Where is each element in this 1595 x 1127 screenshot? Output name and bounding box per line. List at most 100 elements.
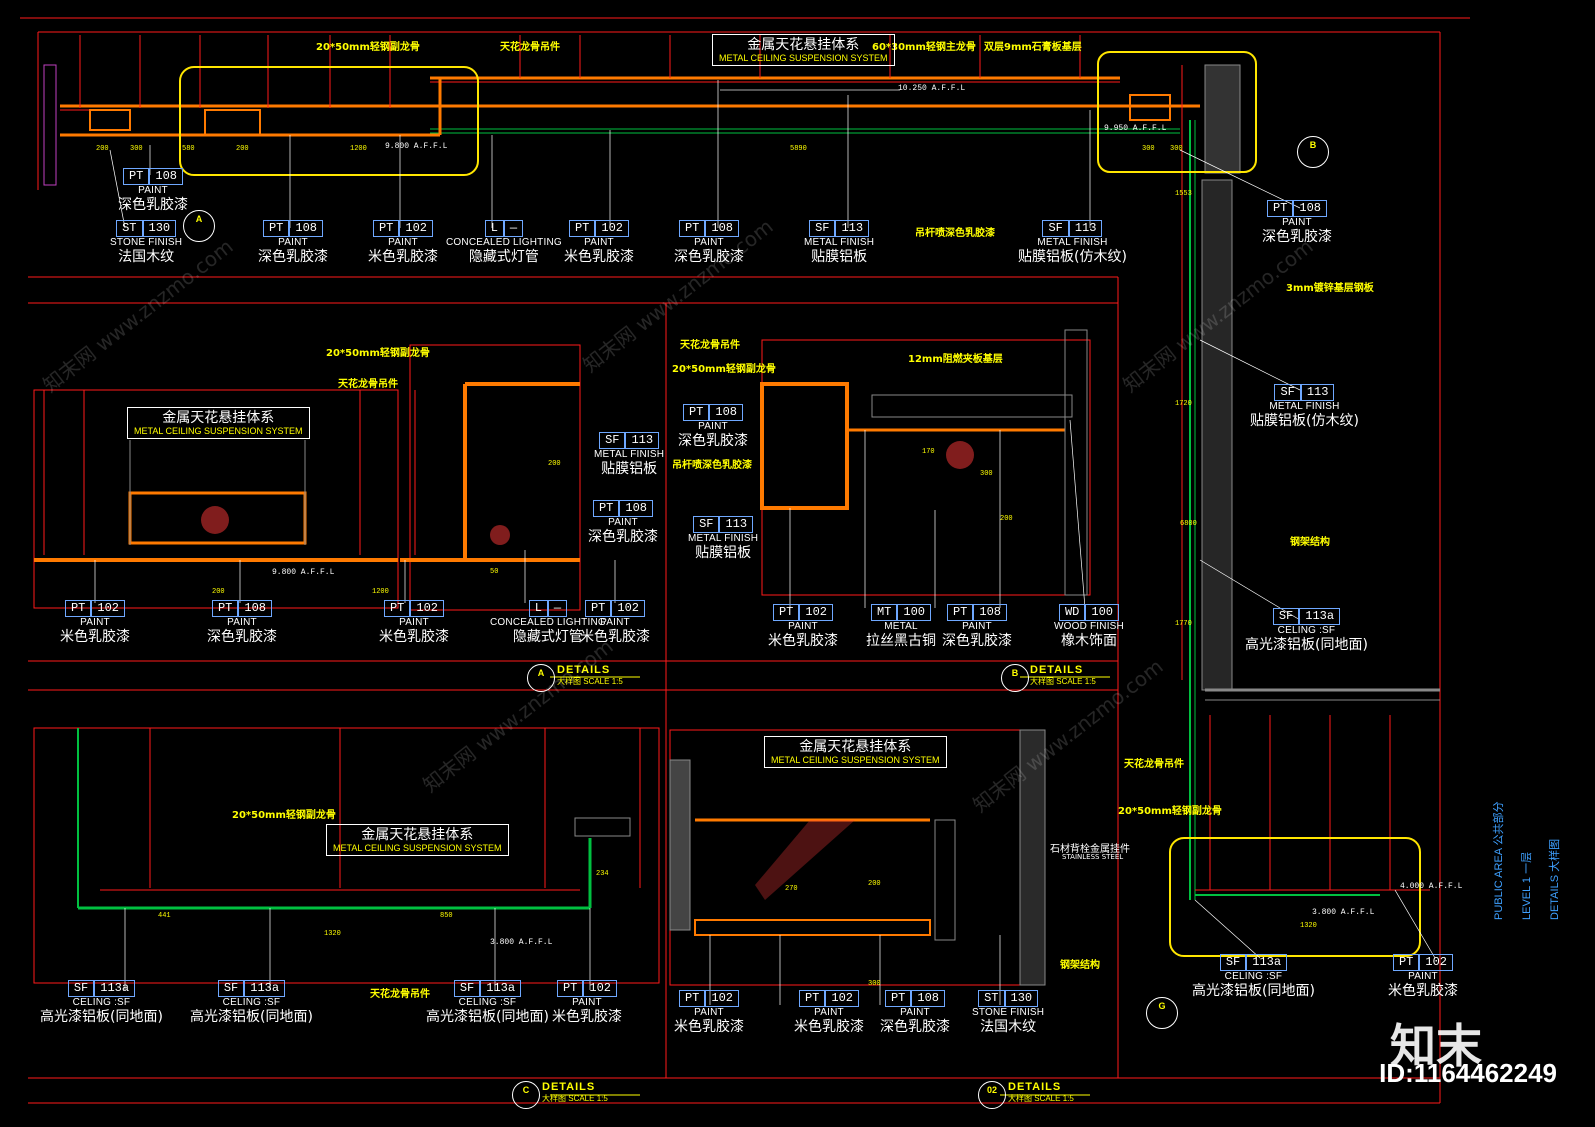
note-18-en: STAINLESS STEEL [1062, 853, 1124, 861]
dim-text: 300 [980, 470, 993, 478]
note-3: 60*30mm轻钢主龙骨 [872, 42, 976, 53]
level-mark-3: 9.950 A.F.F.L [1104, 124, 1167, 133]
note-7: 钢架结构 [1290, 537, 1330, 548]
level-mark-4: 9.800 A.F.F.L [272, 568, 335, 577]
detail-title-c: DETAILS 大样图 SCALE 1:5 [542, 1081, 608, 1103]
dim-text: 1720 [1175, 400, 1192, 408]
section-marker-a: A [183, 210, 215, 242]
dim-text: 200 [1000, 515, 1013, 523]
dim-text: 1200 [350, 145, 367, 153]
dim-text: 1320 [324, 930, 341, 938]
note-18: 石材背栓金属挂件 [1050, 844, 1130, 855]
level-mark-7: 4.000 A.F.F.L [1400, 882, 1463, 891]
note-10: 20*50mm轻钢副龙骨 [326, 348, 430, 359]
sheet-frames [20, 17, 1470, 1104]
note-9: 20*50mm轻钢副龙骨 [1118, 806, 1222, 817]
detail-a-drawing [33, 344, 616, 611]
dim-text: 50 [490, 568, 499, 576]
top-section-ceiling [43, 35, 1440, 959]
detail-title-b: DETAILS 大样图 SCALE 1:5 [1030, 664, 1096, 686]
level-mark-6: 3.800 A.F.F.L [1312, 908, 1375, 917]
dim-text: 234 [596, 870, 609, 878]
note-4: 双层9mm石膏板基层 [984, 42, 1082, 53]
dim-text: 1320 [1300, 922, 1317, 930]
sidebar-line-1: PUBLIC AREA 公共部分 [1493, 801, 1505, 920]
note-2: 天花龙骨吊件 [500, 42, 560, 53]
detail-title-a: DETAILS 大样图 SCALE 1:5 [557, 664, 623, 686]
dim-text: 300 [130, 145, 143, 153]
dim-text: 1200 [372, 588, 389, 596]
dim-text: 6800 [1180, 520, 1197, 528]
detail-02-drawing [669, 729, 1046, 1005]
dim-text: 441 [158, 912, 171, 920]
sidebar-line-3: DETAILS 大样图 [1549, 838, 1561, 920]
note-1: 20*50mm轻钢副龙骨 [316, 42, 420, 53]
note-6: 3mm镀锌基层钢板 [1286, 283, 1374, 294]
note-5: 吊杆喷深色乳胶漆 [915, 228, 995, 239]
note-15: 吊杆喷深色乳胶漆 [672, 460, 752, 471]
detail-bubble-c: C [512, 1081, 540, 1109]
watermark-id: ID:1164462249 [1379, 1058, 1557, 1088]
note-13: 20*50mm轻钢副龙骨 [672, 364, 776, 375]
dim-text: 200 [236, 145, 249, 153]
detail-bubble-a: A [527, 664, 555, 692]
note-11: 天花龙骨吊件 [338, 379, 398, 390]
section-marker-b: B [1297, 136, 1329, 168]
dim-text: 170 [922, 448, 935, 456]
dim-text: 300 [868, 980, 881, 988]
dim-text: 1770 [1175, 620, 1192, 628]
watermark-brand: 知末 [1390, 1019, 1482, 1073]
level-mark-5: 3.800 A.F.F.L [490, 938, 553, 947]
note-12: 天花龙骨吊件 [680, 340, 740, 351]
dim-text: 200 [868, 880, 881, 888]
dim-text: 200 [96, 145, 109, 153]
detail-bubble-b: B [1001, 664, 1029, 692]
note-16: 20*50mm轻钢副龙骨 [232, 810, 336, 821]
dim-text: 270 [785, 885, 798, 893]
dim-text: 5890 [790, 145, 807, 153]
dim-text: 300 [1142, 145, 1155, 153]
detail-title-rules [550, 676, 1110, 1096]
level-mark-1: 9.800 A.F.F.L [385, 142, 448, 151]
dim-text: 200 [548, 460, 561, 468]
detail-bubble-02: 02 [978, 1081, 1006, 1109]
note-8: 天花龙骨吊件 [1124, 759, 1184, 770]
note-17: 天花龙骨吊件 [370, 989, 430, 1000]
note-19: 钢架结构 [1060, 960, 1100, 971]
